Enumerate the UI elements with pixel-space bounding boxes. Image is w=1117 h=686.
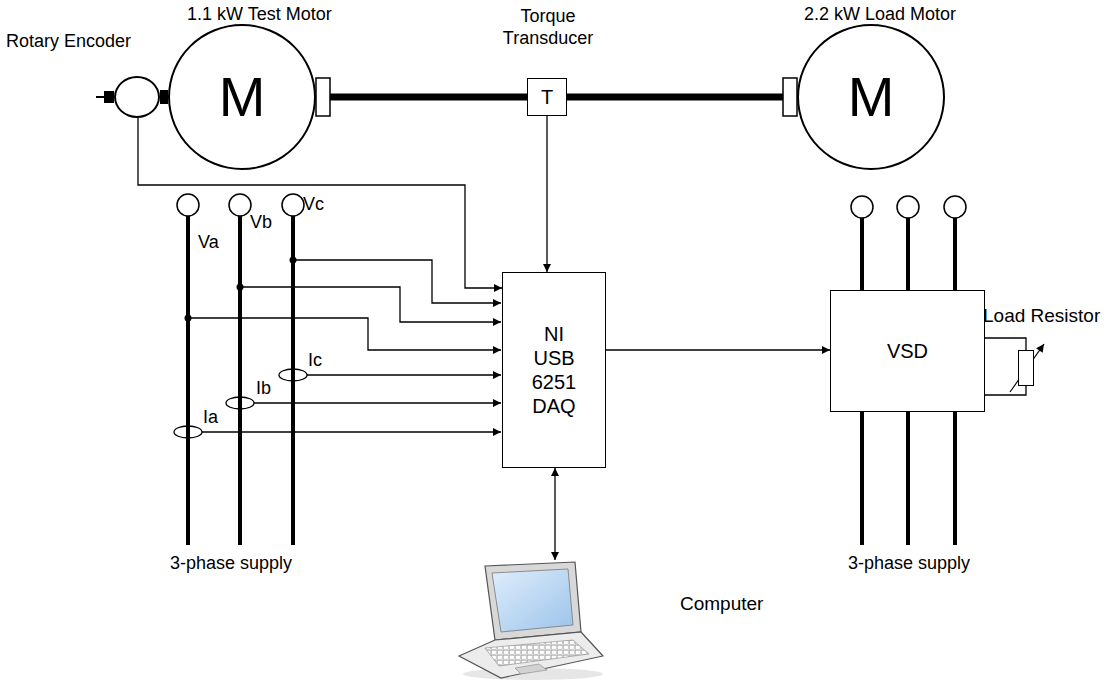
encoder-stub xyxy=(160,90,168,104)
signal-label: Ia xyxy=(203,407,218,429)
node-text: M xyxy=(219,63,266,130)
signal-label: Ic xyxy=(308,350,322,372)
part-label: Torque Transducer xyxy=(498,6,598,50)
signal-label: Vb xyxy=(250,212,272,234)
vsd-box: VSD xyxy=(830,290,985,412)
node-text: T xyxy=(541,85,553,109)
rotary-encoder: Rotary Encoder xyxy=(114,76,160,118)
tap-dots xyxy=(185,257,297,322)
drive-shaft xyxy=(316,94,527,101)
signal-line xyxy=(985,338,1026,350)
test-motor: 1.1 kW Test MotorM xyxy=(168,24,316,170)
part-label: 2.2 kW Load Motor xyxy=(804,4,956,26)
encoder-stub xyxy=(104,91,114,103)
signal-label: Vc xyxy=(303,194,324,216)
load-resistor: Load Resistor xyxy=(1018,350,1034,386)
shaft-coupling xyxy=(783,78,797,116)
signal-line xyxy=(546,116,547,272)
drive-shaft xyxy=(567,94,797,101)
part-label: Computer xyxy=(680,592,763,615)
encoder-shaft xyxy=(96,96,104,98)
signal-line xyxy=(606,349,830,350)
part-label: 1.1 kW Test Motor xyxy=(187,4,332,26)
part-label: Load Resistor xyxy=(983,304,1100,327)
node-text: VSD xyxy=(887,339,928,363)
computer: Computer xyxy=(455,560,605,682)
variable-arrow xyxy=(1010,344,1044,392)
shaft-coupling xyxy=(316,78,330,116)
laptop-icon xyxy=(455,560,605,682)
node-text: NI USB 6251 DAQ xyxy=(525,322,583,418)
resistor-wire xyxy=(985,386,1026,395)
node-text: M xyxy=(848,63,895,130)
signal-line xyxy=(554,468,555,560)
signal-label: Ib xyxy=(256,378,271,400)
voltage-taps xyxy=(188,260,501,350)
supply-label: 3-phase supply xyxy=(848,553,970,575)
current-clamps xyxy=(174,369,501,438)
supply-label: 3-phase supply xyxy=(170,553,292,575)
torque-transducer: Torque TransducerT xyxy=(527,78,567,116)
load-motor: 2.2 kW Load MotorM xyxy=(797,24,945,170)
daq-box: NI USB 6251 DAQ xyxy=(502,272,606,468)
part-label: Rotary Encoder xyxy=(6,31,131,53)
signal-label: Va xyxy=(198,232,219,254)
